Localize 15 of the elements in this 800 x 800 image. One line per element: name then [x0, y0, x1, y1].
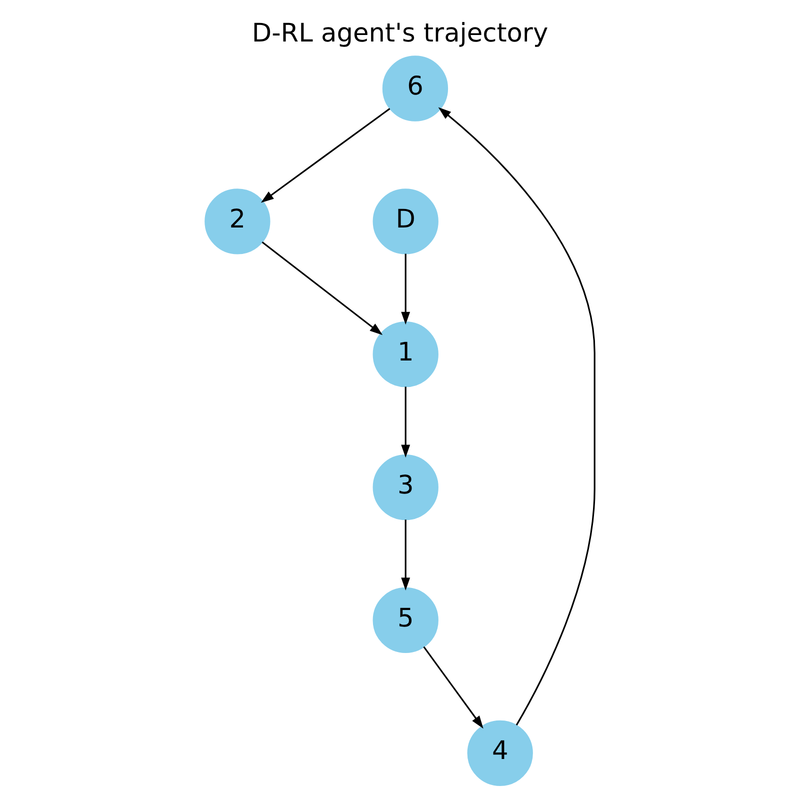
arrow [262, 242, 383, 336]
node-circle: 1 [372, 322, 438, 388]
node-circle: 4 [467, 720, 533, 786]
node-circle: 3 [372, 454, 438, 520]
arrow [401, 386, 410, 458]
arrow [401, 520, 410, 591]
arrow [260, 108, 390, 203]
arrow [438, 107, 596, 726]
node-circle: D [372, 188, 438, 254]
node-circle: 2 [204, 188, 270, 254]
arrow [401, 254, 410, 325]
arrow [423, 646, 484, 729]
diagram-title: D-RL agent's trajectory [252, 18, 548, 49]
node-circle: 5 [372, 587, 438, 654]
node-circle: 6 [382, 56, 448, 122]
